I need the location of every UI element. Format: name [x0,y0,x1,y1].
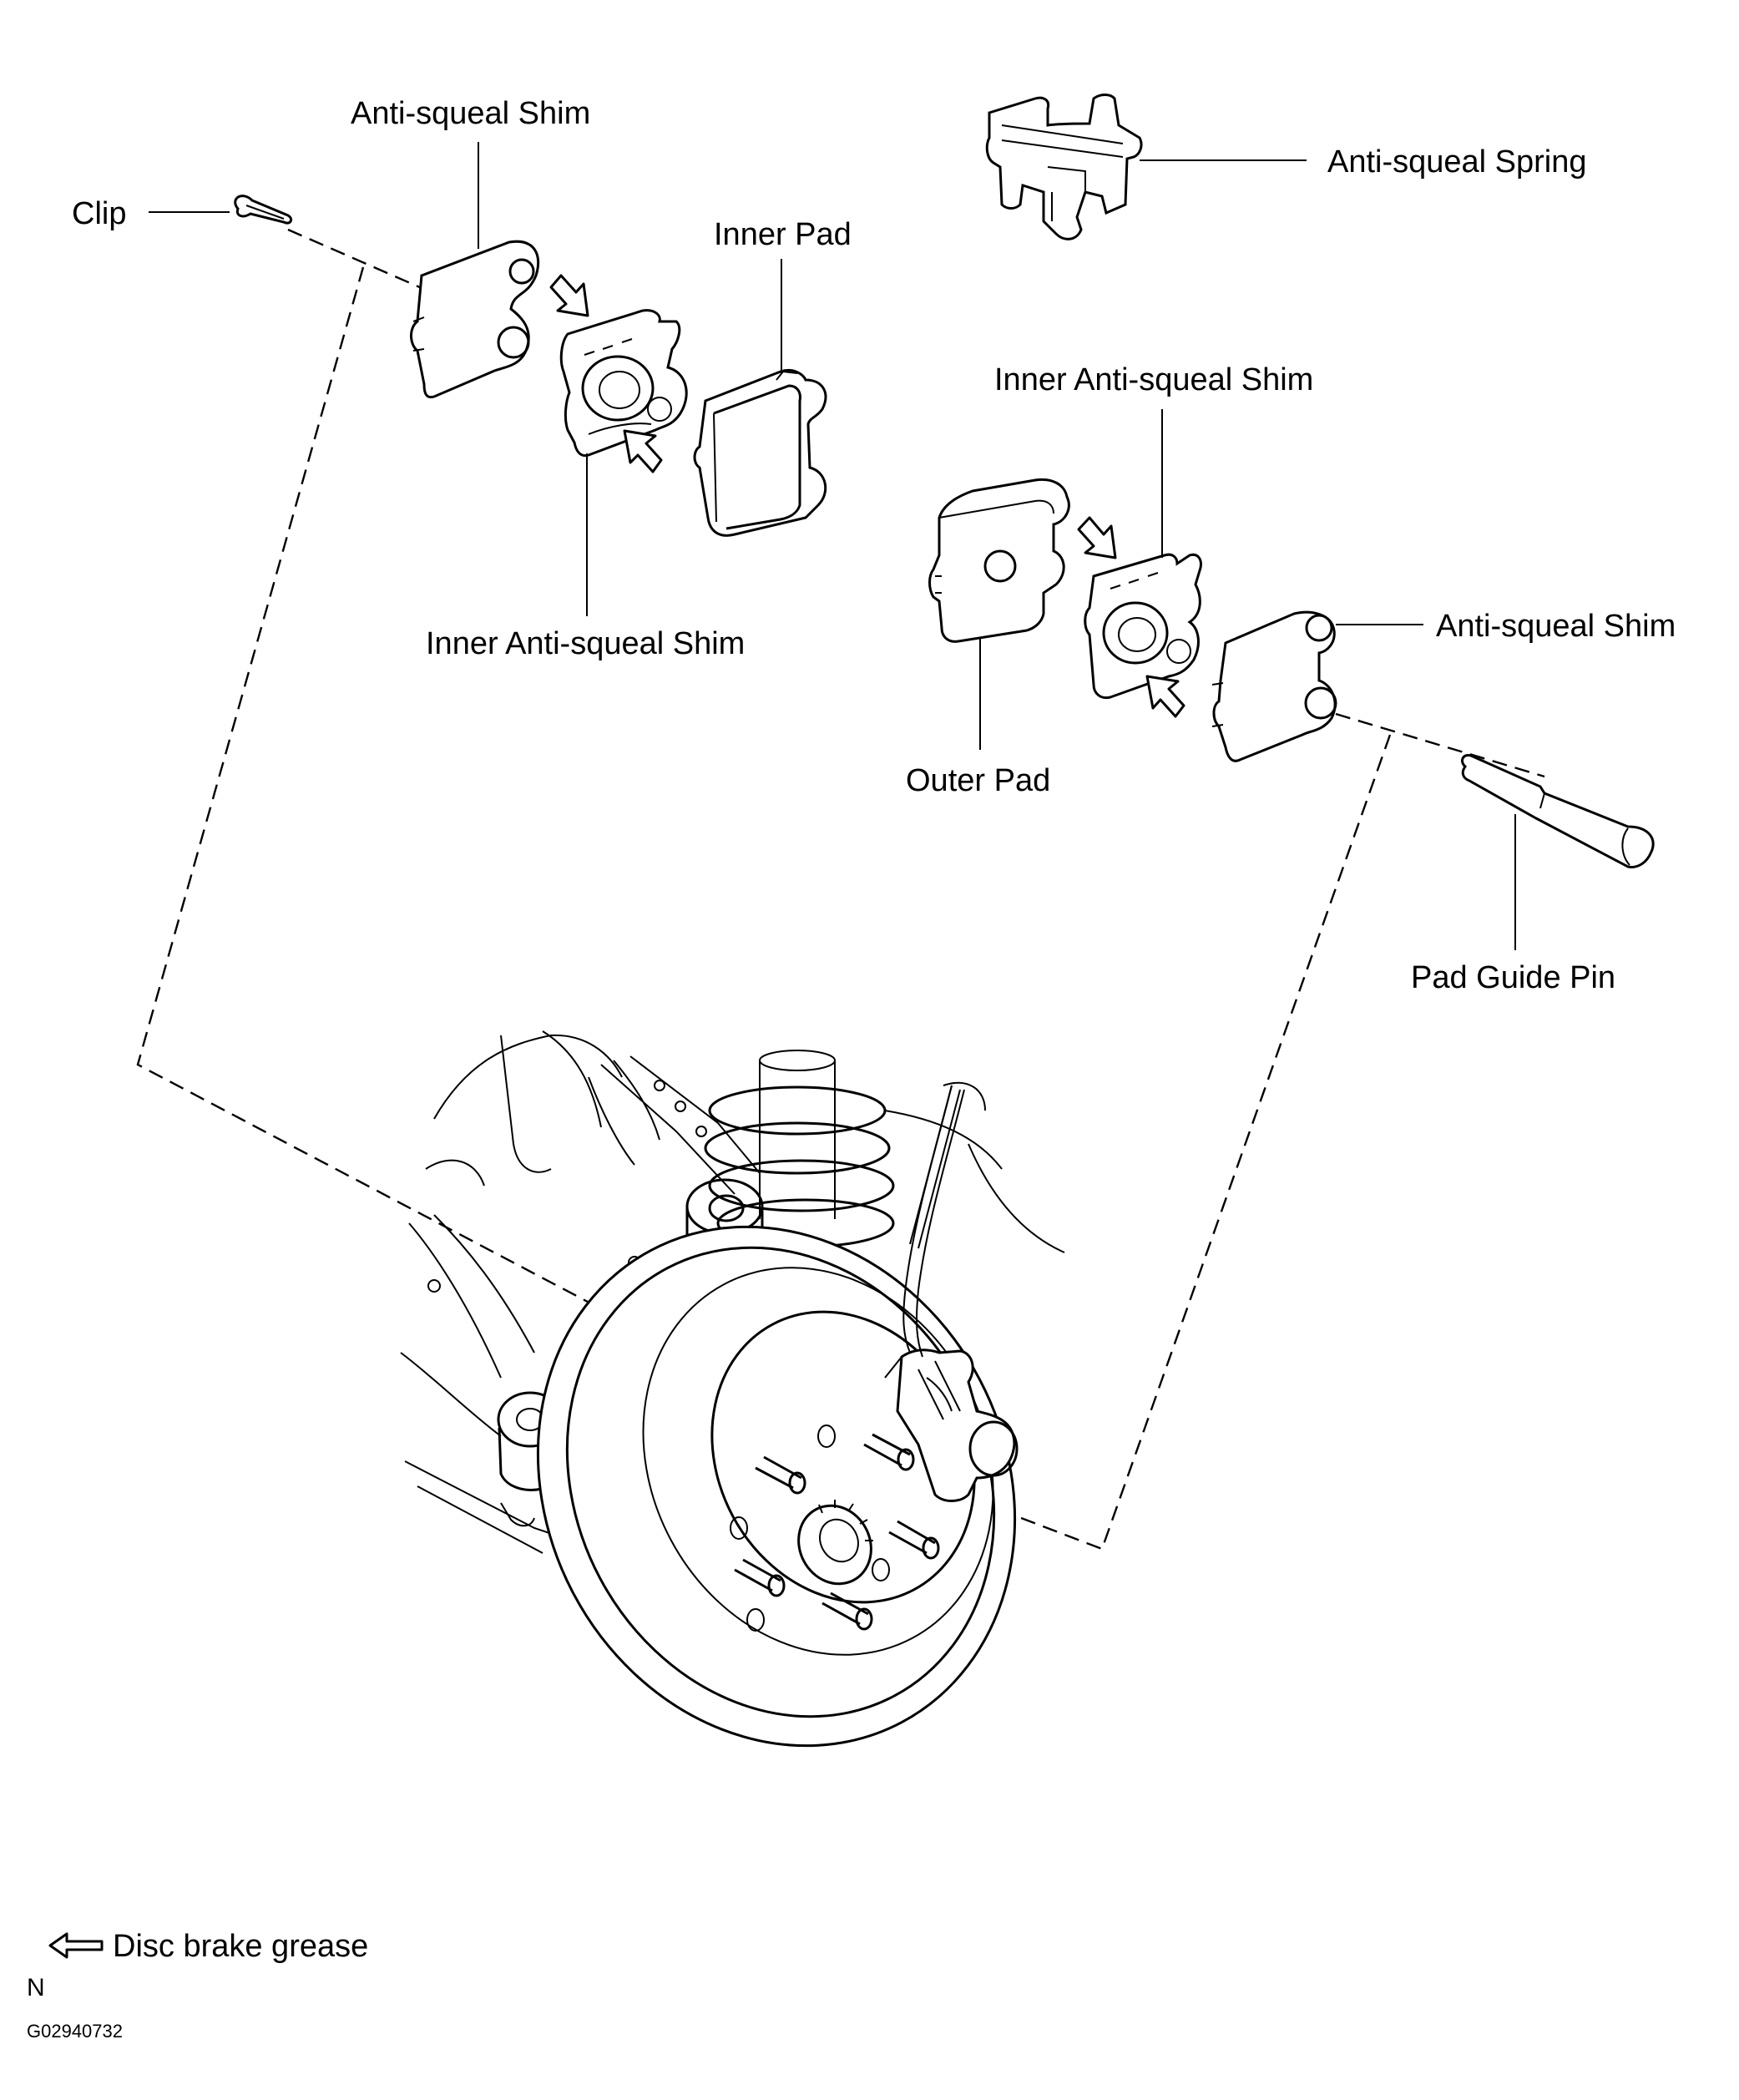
inner-shim-left-label: Inner Anti-squeal Shim [426,626,745,661]
inner-anti-squeal-shim-right-part [1084,553,1202,700]
anti-squeal-shim-right-part [1211,610,1337,762]
guide-pin-label: Pad Guide Pin [1411,960,1615,995]
shim-right-label: Anti-squeal Shim [1436,609,1676,644]
legend-note: N [27,1974,45,2001]
brake-caliper [884,1349,1019,1502]
grease-arrow-icon [623,429,663,473]
legend-grease-text: Disc brake grease [113,1929,368,1964]
figure-code: G02940732 [27,2021,123,2042]
clip-label: Clip [72,196,126,231]
brake-disc-rotor [536,1225,1017,1748]
wheel-studs [734,1433,940,1631]
grease-arrow-icon [549,274,589,317]
outer-pad-part [928,478,1070,643]
coil-spring [704,1050,895,1248]
grease-legend-icon [48,1932,104,1959]
inner-pad-part [693,368,827,537]
outer-pad-label: Outer Pad [906,763,1050,798]
brake-hose [902,1085,953,1354]
inner-anti-squeal-shim-left-part [559,309,688,458]
anti-squeal-spring-part [985,94,1143,240]
pad-guide-pin-part [1461,753,1655,868]
clip-part [234,195,293,225]
grease-arrow-icon [1145,675,1185,718]
grease-arrow-icon [1077,516,1117,559]
brake-hose [915,1089,965,1358]
inner-shim-right-label: Inner Anti-squeal Shim [994,362,1313,397]
shim-left-label: Anti-squeal Shim [351,96,590,131]
anti-squeal-shim-left-part [410,240,540,399]
inner-pad-label: Inner Pad [714,217,852,252]
spring-label: Anti-squeal Spring [1327,144,1587,180]
